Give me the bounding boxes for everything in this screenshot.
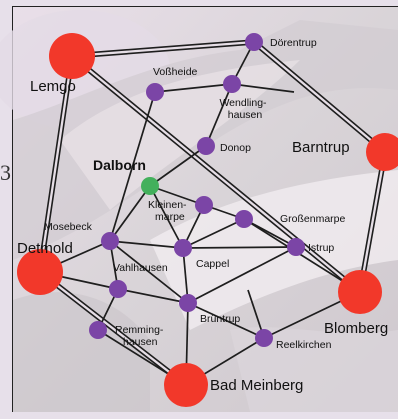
home-label-dalborn: Dalborn xyxy=(93,157,146,173)
village-label-cappel: Cappel xyxy=(196,258,229,270)
village-node-doerentrup[interactable] xyxy=(245,33,263,51)
village-label-donop: Donop xyxy=(220,142,251,154)
village-node-cappel[interactable] xyxy=(174,239,192,257)
village-label-bruentrup: Brüntrup xyxy=(200,313,240,325)
city-label-blomberg: Blomberg xyxy=(324,320,388,337)
village-label-kleinenmarpe-line1: Kleinen- xyxy=(148,199,187,211)
village-node-reelkirchen[interactable] xyxy=(255,329,273,347)
city-node-blomberg[interactable] xyxy=(338,270,382,314)
village-node-istrup[interactable] xyxy=(287,238,305,256)
city-label-detmold: Detmold xyxy=(17,240,73,257)
village-node-bruentrup[interactable] xyxy=(179,294,197,312)
village-label-grossenmarpe: Großenmarpe xyxy=(280,213,346,225)
village-label-istrup: Istrup xyxy=(308,242,334,254)
city-node-lemgo[interactable] xyxy=(49,33,95,79)
village-node-wendlinghausen[interactable] xyxy=(223,75,241,93)
village-label-mosebeck: Mosebeck xyxy=(44,221,93,233)
village-node-mosebeck[interactable] xyxy=(101,232,119,250)
village-label-doerentrup: Dörentrup xyxy=(270,37,317,49)
village-label-wendlinghausen-line1: Wendling- xyxy=(219,97,267,109)
village-label-kleinenmarpe-line2: marpe xyxy=(155,211,185,223)
city-label-badmeinberg: Bad Meinberg xyxy=(210,377,303,394)
city-label-barntrup: Barntrup xyxy=(292,139,350,156)
village-node-kleinenmarpe[interactable] xyxy=(195,196,213,214)
village-label-vosshheide: Voßheide xyxy=(153,66,198,78)
village-label-vahlhausen: Vahlhausen xyxy=(113,262,168,274)
home-node-dalborn[interactable] xyxy=(141,177,159,195)
city-label-lemgo: Lemgo xyxy=(30,78,76,95)
village-label-reelkirchen: Reelkirchen xyxy=(276,339,332,351)
city-node-badmeinberg[interactable] xyxy=(164,363,208,407)
village-node-grossenmarpe[interactable] xyxy=(235,210,253,228)
village-label-remminghausen-line1: Remming- xyxy=(115,324,164,336)
village-node-donop[interactable] xyxy=(197,137,215,155)
village-node-vahlhausen[interactable] xyxy=(109,280,127,298)
village-node-vosshheide[interactable] xyxy=(146,83,164,101)
village-label-remminghausen-line2: hausen xyxy=(123,336,158,348)
village-node-remminghausen[interactable] xyxy=(89,321,107,339)
village-label-wendlinghausen-line2: hausen xyxy=(228,109,263,121)
